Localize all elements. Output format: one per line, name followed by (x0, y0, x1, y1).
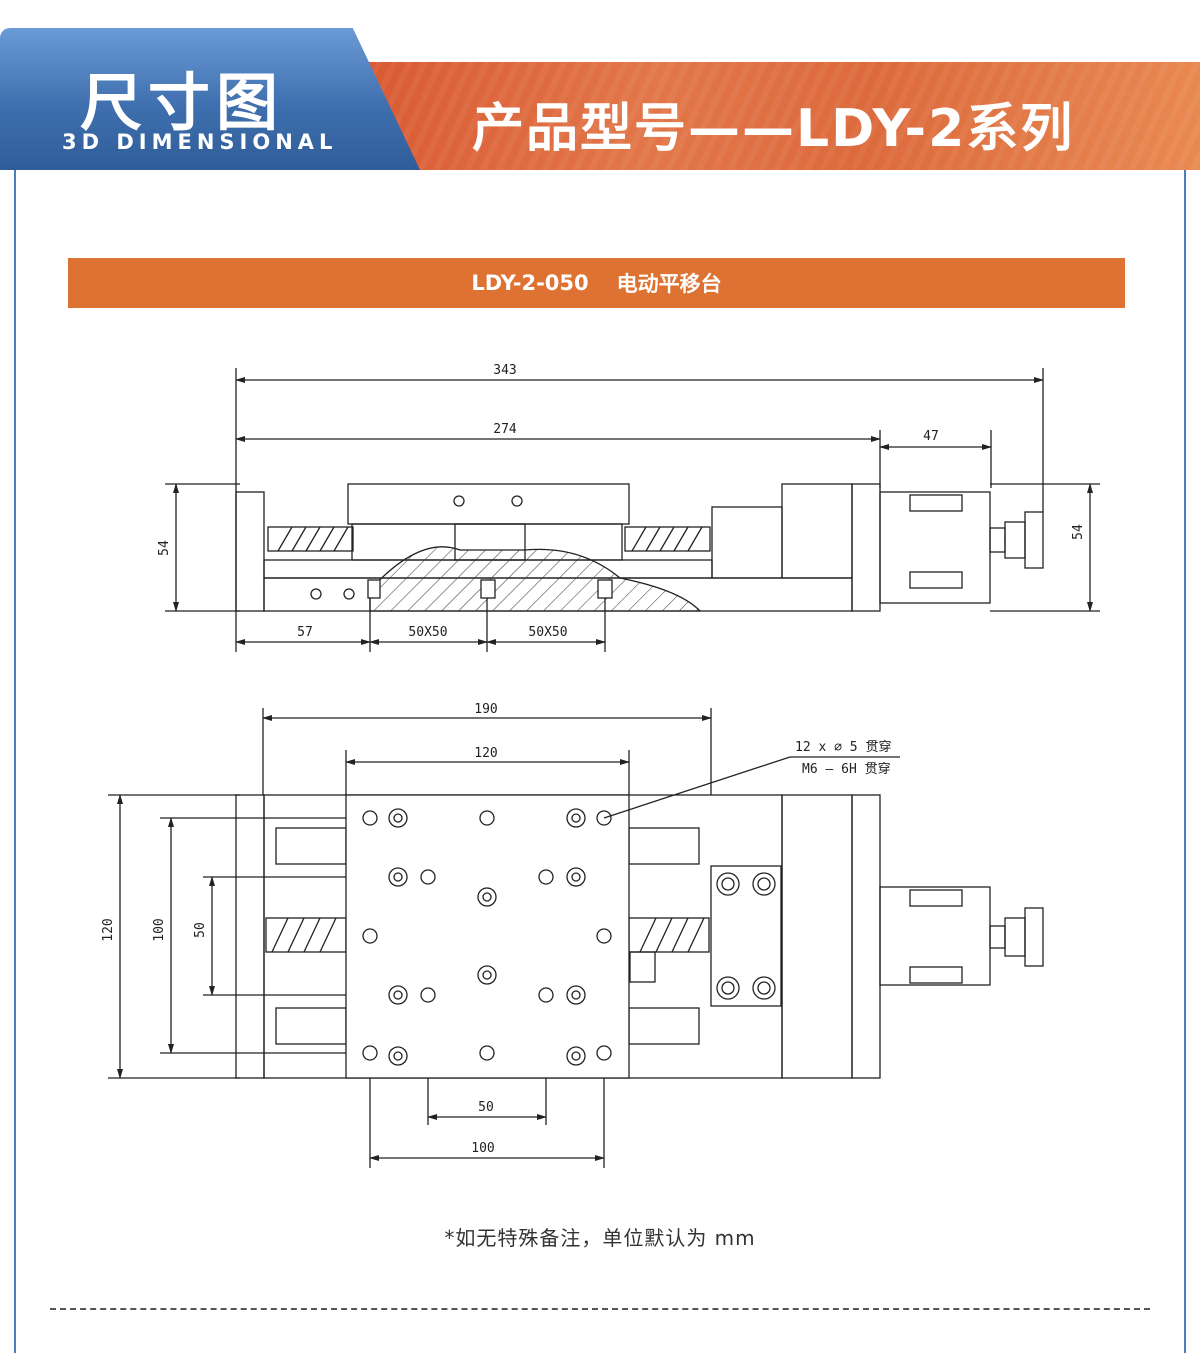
model-code: LDY-2-050 (471, 271, 589, 295)
callout-through-holes: 12 x ∅ 5 贯穿 (795, 739, 891, 755)
header-subtitle: 3D DIMENSIONAL (62, 130, 338, 154)
dim-label-100-h: 100 (471, 1141, 494, 1156)
dim-label-120-h: 120 (474, 746, 497, 761)
header-blue-tab (0, 28, 420, 170)
model-name: 电动平移台 (616, 272, 722, 296)
dim-label-274: 274 (493, 422, 517, 437)
callout-thread: M6 – 6H 贯穿 (802, 761, 891, 777)
header-title: 尺寸图 (80, 66, 285, 139)
unit-note: *如无特殊备注，单位默认为 mm (444, 1226, 756, 1250)
dim-label-54-left: 54 (157, 540, 172, 556)
dim-label-57: 57 (297, 625, 313, 640)
top-view (108, 708, 1044, 1168)
dim-label-54-right: 54 (1071, 524, 1086, 540)
left-border-line (14, 168, 16, 1353)
right-border-line (1184, 168, 1186, 1353)
product-line-title: 产品型号——LDY-2系列 (472, 99, 1075, 159)
header-orange-banner (360, 62, 1200, 170)
dashed-divider (50, 1308, 1150, 1310)
hole-pattern (362, 808, 776, 1066)
dim-label-50-h: 50 (478, 1100, 494, 1115)
dim-label-343: 343 (493, 363, 516, 378)
dim-label-190: 190 (474, 702, 497, 717)
side-view (165, 368, 1100, 652)
dim-label-pitch-1: 50X50 (408, 625, 447, 640)
model-bar: LDY-2-050 电动平移台 (68, 258, 1125, 308)
dim-label-47: 47 (923, 429, 939, 444)
dim-label-120-v: 120 (101, 918, 116, 941)
dim-label-50-v: 50 (193, 922, 208, 938)
dimension-labels: 343 274 47 54 54 57 50X50 50X50 190 120 … (101, 363, 1086, 1156)
dim-label-100-v: 100 (152, 918, 167, 941)
dim-label-pitch-2: 50X50 (528, 625, 567, 640)
